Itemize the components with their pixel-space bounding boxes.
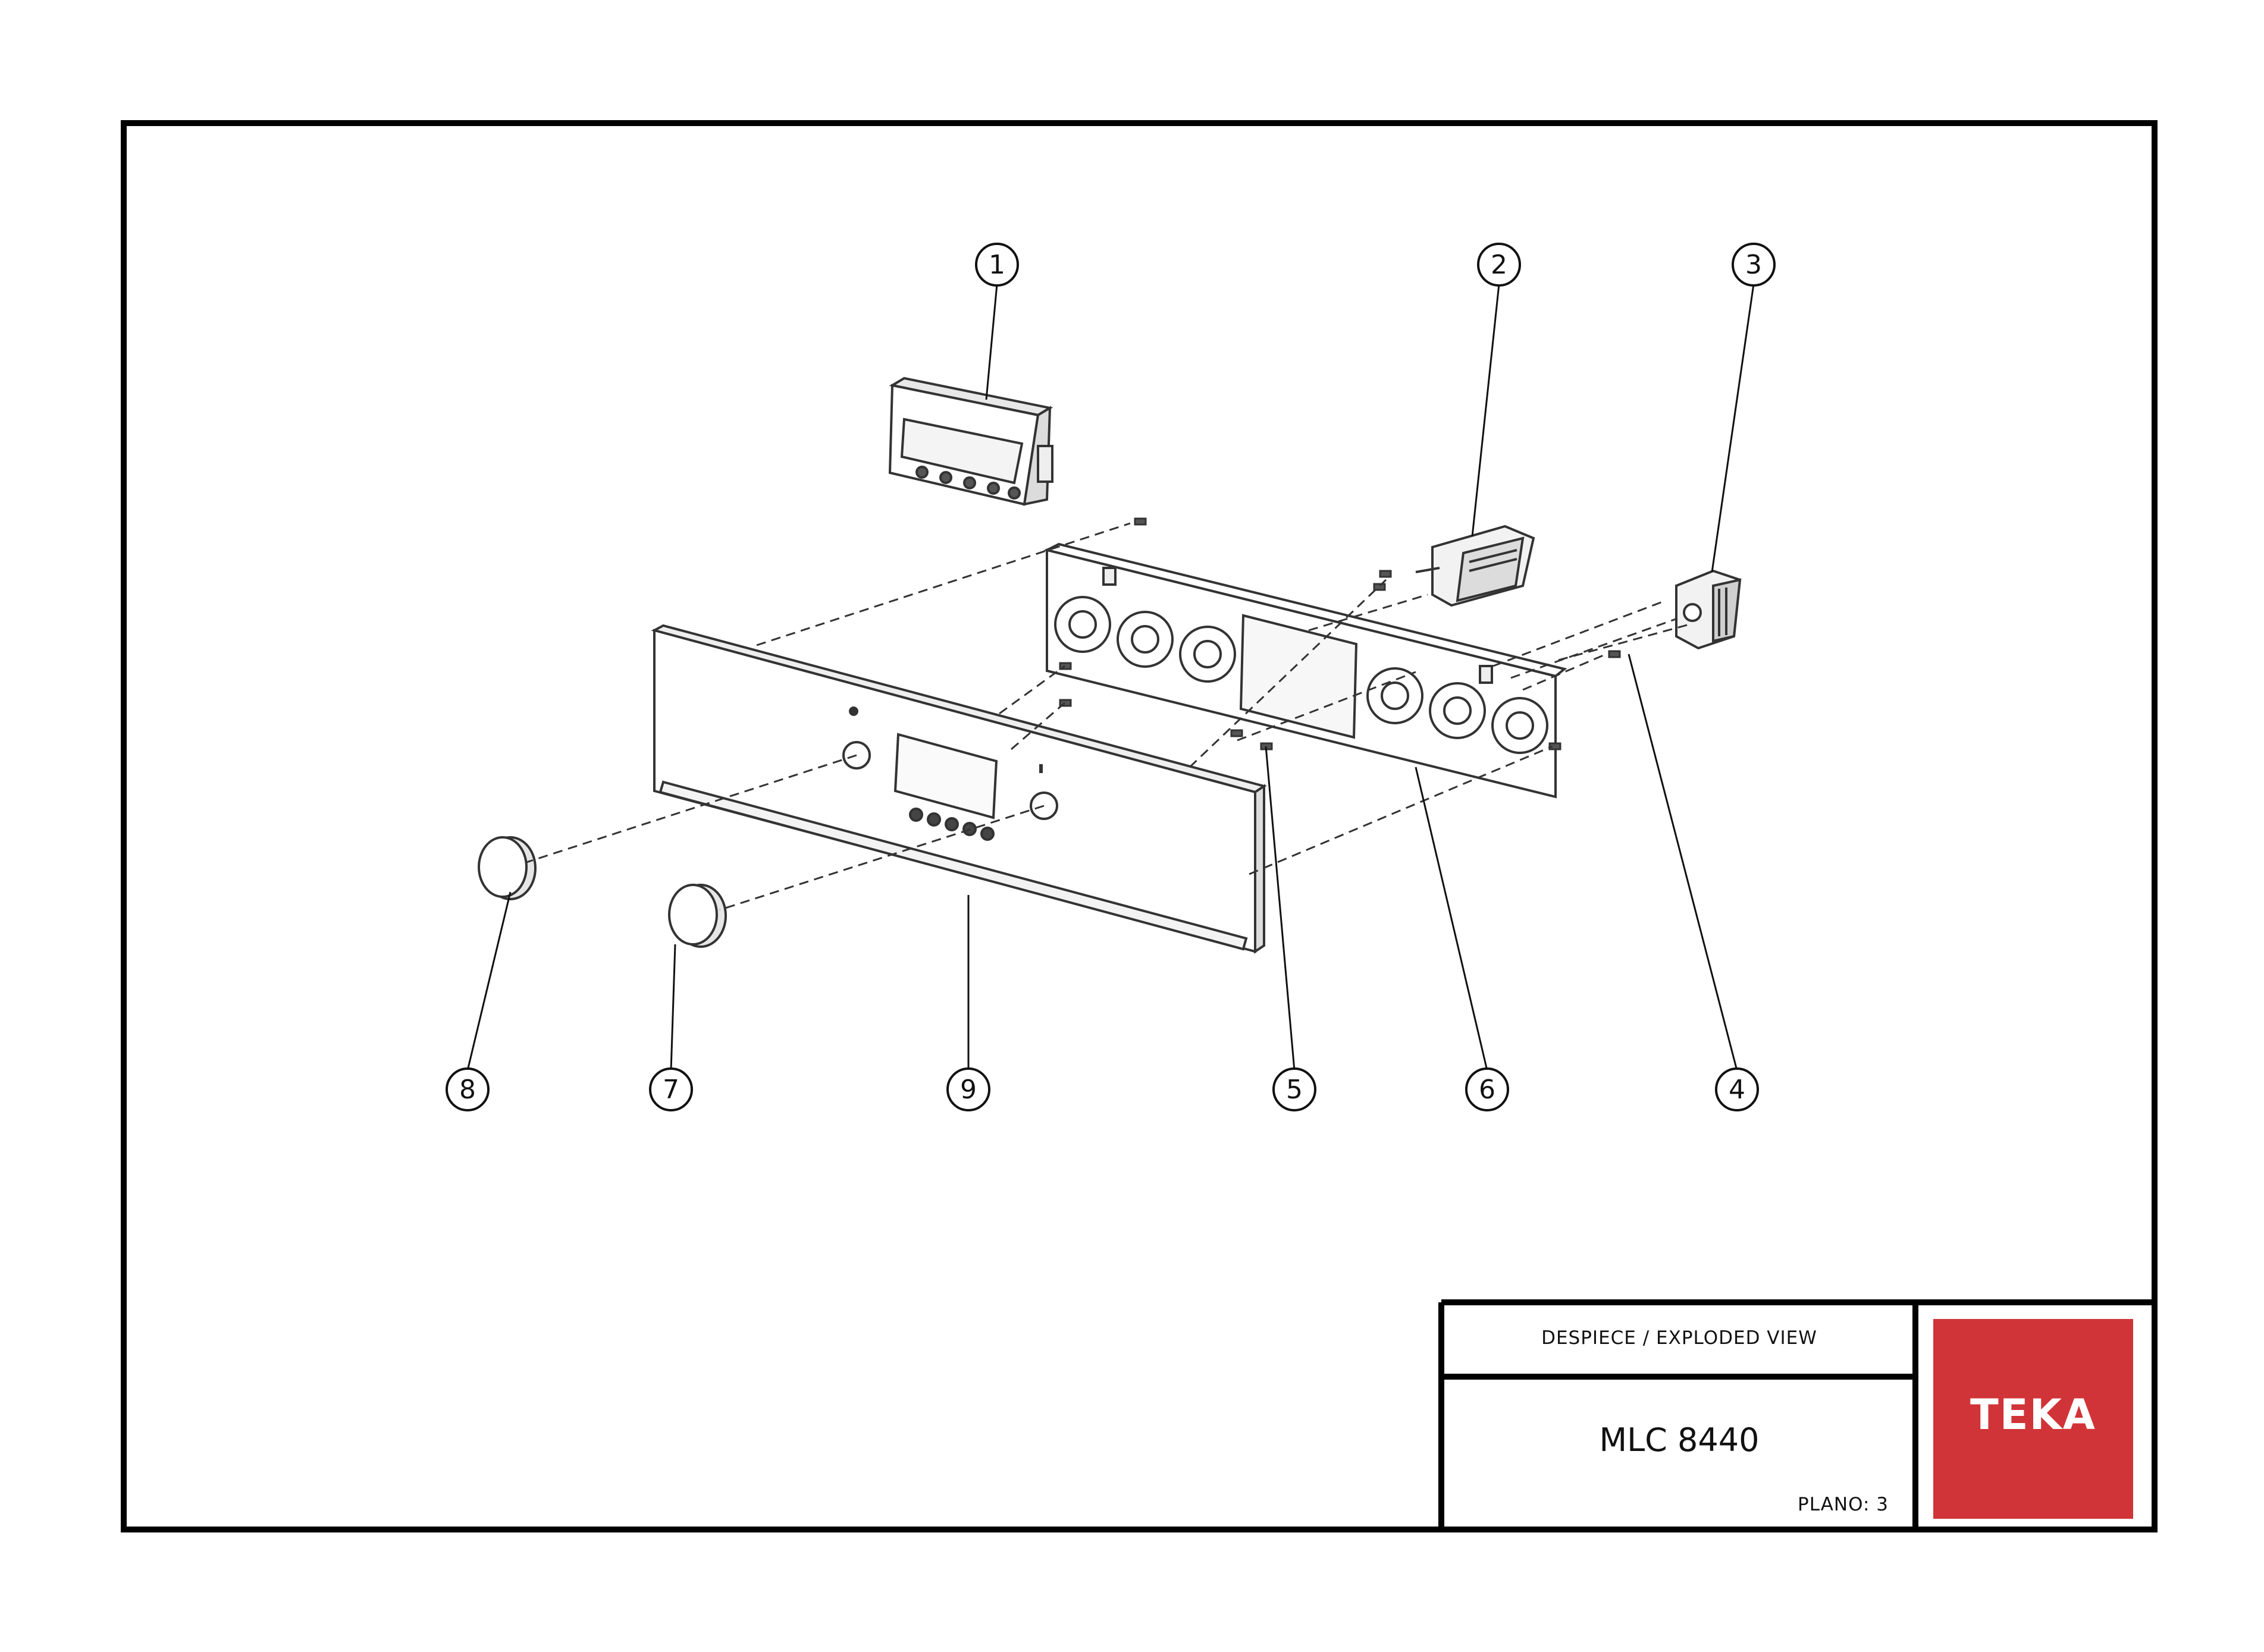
part-1-display-module — [888, 376, 1053, 506]
part-8-knob — [478, 836, 537, 900]
part-9-control-panel — [651, 624, 1267, 954]
part-7-knob — [668, 884, 727, 948]
assembly-lines — [526, 522, 1690, 911]
svg-text:8: 8 — [459, 1075, 476, 1105]
svg-text:9: 9 — [960, 1075, 977, 1105]
callout-1: 1 — [975, 243, 1019, 287]
svg-text:4: 4 — [1729, 1075, 1745, 1105]
drawing-title: DESPIECE / EXPLODED VIEW — [1541, 1327, 1817, 1349]
svg-text:3: 3 — [1745, 250, 1762, 280]
svg-text:2: 2 — [1491, 250, 1507, 280]
svg-text:6: 6 — [1479, 1075, 1495, 1105]
logo-text: TEKA — [1970, 1390, 2096, 1439]
callouts: 1 2 3 4 5 6 7 8 9 — [446, 243, 1776, 1111]
part-2-switch-component — [1415, 525, 1535, 607]
callout-7: 7 — [649, 1067, 693, 1111]
part-6-support-plate — [1043, 542, 1567, 799]
leader-lines — [466, 284, 1755, 1071]
teka-logo: TEKA — [1933, 1319, 2133, 1519]
svg-text:7: 7 — [663, 1075, 679, 1105]
sheet-number: PLANO: 3 — [1798, 1494, 1889, 1515]
callout-3: 3 — [1732, 243, 1776, 287]
sheet-border — [121, 120, 2158, 1532]
model-number: MLC 8440 — [1599, 1421, 1760, 1459]
svg-text:1: 1 — [989, 250, 1005, 280]
callout-4: 4 — [1715, 1067, 1759, 1111]
title-block-frame — [1438, 1299, 2155, 1529]
callout-6: 6 — [1465, 1067, 1509, 1111]
svg-text:5: 5 — [1286, 1075, 1303, 1105]
callout-8: 8 — [446, 1067, 490, 1111]
callout-9: 9 — [946, 1067, 990, 1111]
part-3-switch-block — [1675, 569, 1742, 650]
callout-5: 5 — [1272, 1067, 1316, 1111]
callout-2: 2 — [1477, 243, 1521, 287]
